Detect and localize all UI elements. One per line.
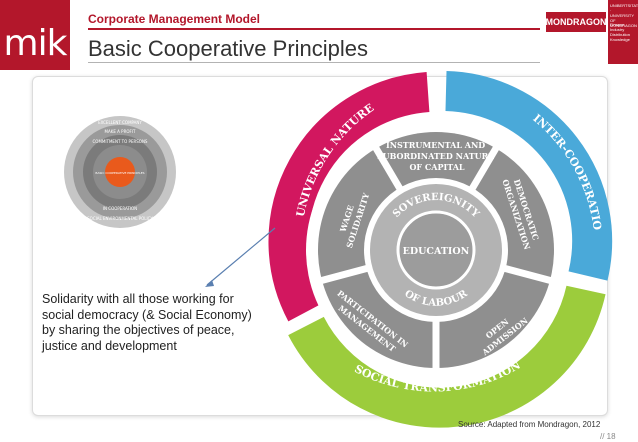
univ-line: Finance [610,22,625,27]
solidarity-note: Solidarity with all those working for so… [42,292,252,353]
model-title: Corporate Management Model [88,12,261,26]
arrow-head [205,280,214,287]
education-label: EDUCATION [403,246,470,257]
page-number: // 18 [600,432,616,441]
education-center [396,210,476,290]
segment-capital-label: INSTRUMENTAL AND SUBORDINATED NATURE OF … [377,140,497,172]
mik-logo: mik [0,0,70,70]
header-rule [88,28,540,30]
university-name: UNIBERTSITATEA · UNIVERSITY OF MONDRAGON [610,3,638,28]
univ-line: Knowledge [610,37,630,42]
gray-segments [315,132,557,372]
brand-text: MONDRAGON [545,17,607,27]
logo-text: mik [3,23,68,64]
thumb-center [105,157,135,187]
thumb-label-4: IN COOPERATION [103,206,137,211]
annotation-arrow [206,227,276,286]
thumb-label-2: MAKE A PROFIT [105,129,136,134]
thumb-center-label: BASIC COOPERATIVE PRINCIPLES [95,171,144,175]
univ-line: Industry [610,27,625,32]
mondragon-brand: MONDRAGON [545,12,607,32]
page-title: Basic Cooperative Principles [88,36,369,61]
title-divider [88,62,540,63]
thumb-label-1: EXCELLENT COMPANY [98,120,142,125]
thumb-label-3: COMMITMENT TO PERSONS [93,139,148,144]
univ-line: Distribution [610,32,631,37]
inter-cooperation-arc [445,71,613,281]
university-logo: Finance Industry Distribution Knowledge [608,0,638,64]
thumbnail-diagram: EXCELLENT COMPANY MAKE A PROFIT COMMITME… [48,98,192,248]
source-caption: Source: Adapted from Mondragon, 2012 [458,420,601,429]
universal-nature-arc [268,72,430,322]
social-transformation-arc [288,285,606,428]
thumb-label-5: SOCIAL ENVIRONMENTAL POLICY [87,216,153,221]
